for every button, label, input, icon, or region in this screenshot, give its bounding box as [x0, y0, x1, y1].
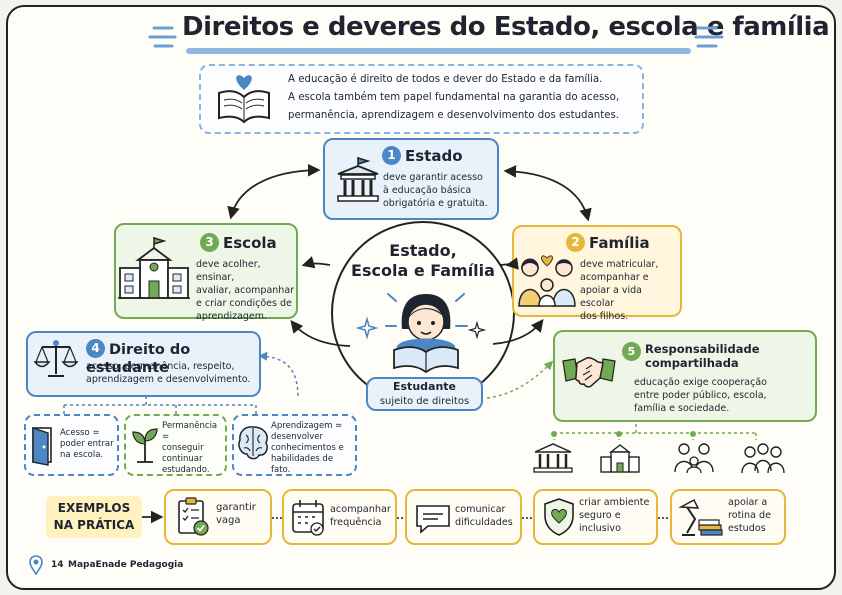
estado-text: deve garantir acesso à educação básica o… — [383, 172, 488, 209]
estado-number: 1 — [382, 146, 401, 165]
student-ribbon — [366, 377, 483, 411]
escola-number: 3 — [200, 233, 219, 252]
familia-text: deve matricular, acompanhar e apoiar a v… — [580, 259, 659, 322]
sprout-icon — [132, 428, 158, 463]
page-title: Direitos e deveres do Estado, escola e f… — [182, 12, 830, 42]
society-people-icon — [741, 443, 785, 474]
familia-label: Família — [589, 234, 650, 252]
school-small-icon — [600, 444, 640, 473]
shield-heart-icon — [544, 498, 574, 536]
open-book-heart-icon — [218, 75, 270, 124]
example-dificuldades-text: comunicar dificuldades — [455, 504, 513, 528]
direito-number: 4 — [86, 339, 105, 358]
example-frequencia-text: acompanhar frequência — [330, 504, 391, 528]
example-vaga-text: garantir vaga — [216, 502, 256, 526]
escola-text: deve acolher, ensinar, avaliar, acompanh… — [196, 259, 295, 322]
government-building-icon — [337, 157, 379, 202]
student-label: Estudante — [393, 380, 456, 393]
center-star-left-icon — [355, 316, 379, 340]
calendar-check-icon — [292, 500, 324, 536]
intro-text: A educação é direito de todos e dever do… — [288, 74, 620, 121]
footer-page-number: 14 — [51, 560, 64, 570]
public-power-building-icon — [533, 443, 573, 473]
title-underline — [186, 48, 691, 54]
right-permanence-text: Permanência = conseguir continuar estuda… — [162, 421, 218, 475]
speech-bubble-icon — [416, 505, 450, 534]
desk-lamp-books-icon — [678, 498, 723, 536]
direito-text: acesso, permanência, respeito, aprendiza… — [86, 361, 251, 385]
right-permanence-card — [124, 414, 227, 476]
student-subject: sujeito de direitos — [379, 396, 470, 407]
example-ambiente-text: criar ambiente seguro e inclusivo — [579, 497, 650, 534]
center-title: Estado, Escola e Família — [351, 241, 495, 280]
checklist-icon — [178, 497, 209, 536]
right-learning-text: Aprendizagem = desenvolver conhecimentos… — [271, 421, 344, 475]
brain-icon — [238, 426, 268, 460]
justice-scale-icon — [33, 340, 79, 377]
open-door-icon — [32, 427, 52, 466]
footer-brand: MapaEnade Pedagogia — [68, 560, 184, 570]
estado-label: Estado — [405, 147, 463, 165]
responsabilidade-number: 5 — [622, 342, 641, 361]
right-access-text: Acesso = poder entrar na escola. — [60, 428, 114, 460]
direito-label: Direito do estudante — [86, 342, 191, 376]
location-pin-icon — [29, 555, 43, 576]
family-icon — [518, 255, 576, 307]
title-spark-left-icon — [148, 26, 177, 48]
intro-box — [199, 64, 644, 134]
familia-number: 2 — [566, 233, 585, 252]
school-building-icon — [118, 237, 190, 299]
escola-label: Escola — [223, 234, 277, 252]
title-spark-right-icon — [694, 26, 724, 48]
student-reading-icon — [385, 293, 468, 374]
example-rotina-text: apoiar a rotina de estudos — [728, 497, 772, 534]
family-small-icon — [674, 443, 714, 474]
examples-label: EXEMPLOS NA PRÁTICA — [46, 496, 142, 538]
responsabilidade-label: Responsabilidade compartilhada — [645, 342, 760, 370]
center-star-right-icon — [467, 320, 487, 340]
responsabilidade-text: educação exige cooperação entre poder pú… — [634, 377, 767, 414]
handshake-icon — [562, 357, 616, 388]
